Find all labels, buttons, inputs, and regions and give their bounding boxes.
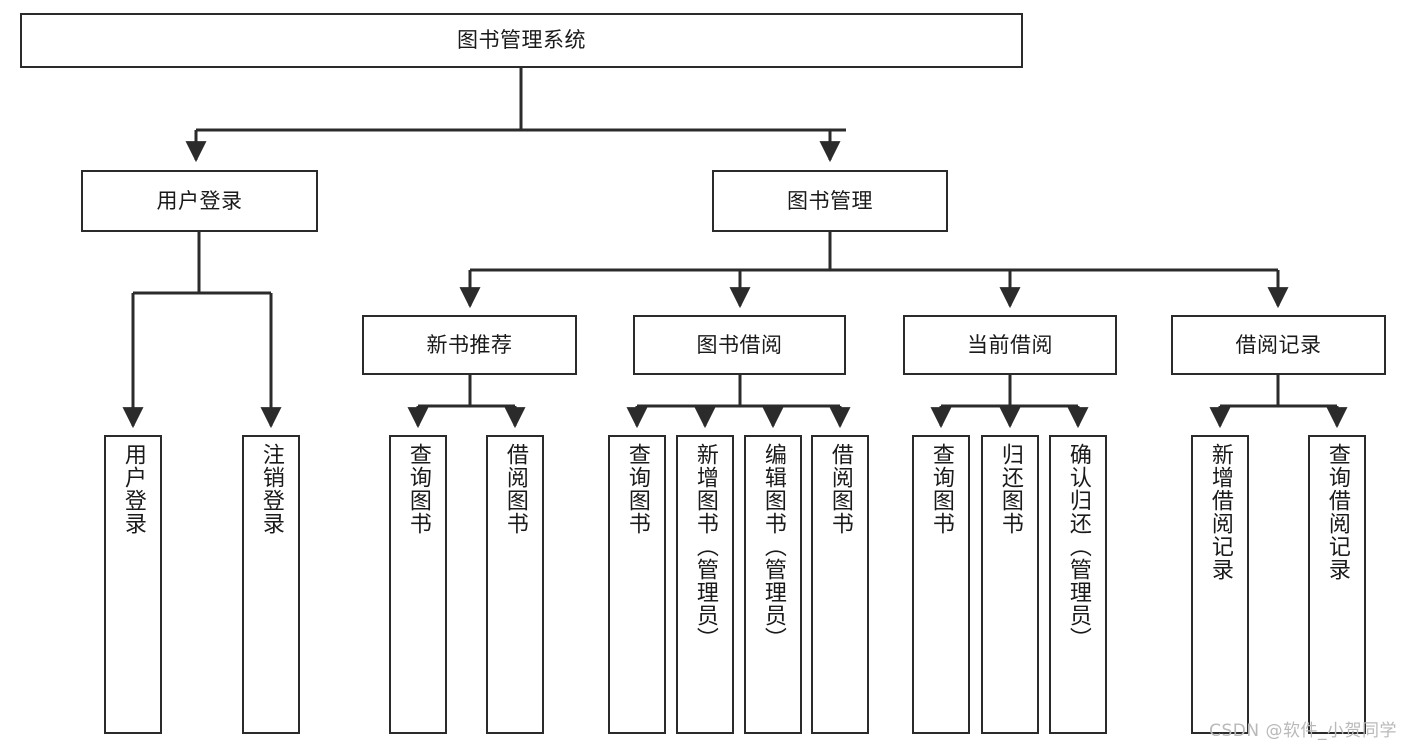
leaf-bb-query-book[interactable]: 查询图书 (608, 435, 666, 734)
csdn-watermark: CSDN @软件_小贺同学 (1209, 721, 1397, 741)
node-label: 编辑图书（管理员） (760, 443, 786, 650)
node-label: 查询图书 (624, 443, 650, 535)
leaf-user-login-login[interactable]: 用户登录 (104, 435, 162, 734)
node-label: 用户登录 (156, 188, 243, 213)
node-label: 注销登录 (258, 443, 284, 535)
leaf-user-login-logout[interactable]: 注销登录 (242, 435, 300, 734)
leaf-bb-borrow-book[interactable]: 借阅图书 (811, 435, 869, 734)
node-label: 查询图书 (405, 443, 431, 535)
node-label: 借阅图书 (502, 443, 528, 535)
leaf-br-query-record[interactable]: 查询借阅记录 (1308, 435, 1366, 734)
node-borrow-records[interactable]: 借阅记录 (1171, 315, 1386, 375)
node-label: 新书推荐 (426, 332, 513, 357)
leaf-nbr-borrow-book[interactable]: 借阅图书 (486, 435, 544, 734)
leaf-bb-add-book-admin[interactable]: 新增图书（管理员） (676, 435, 734, 734)
node-label: 新增图书（管理员） (692, 443, 718, 650)
node-label: 当前借阅 (967, 332, 1053, 357)
leaf-br-add-record[interactable]: 新增借阅记录 (1191, 435, 1249, 734)
node-root-system[interactable]: 图书管理系统 (20, 13, 1023, 68)
node-label: 借阅图书 (827, 443, 853, 535)
node-label: 图书管理系统 (457, 28, 586, 53)
node-new-book-recommend[interactable]: 新书推荐 (362, 315, 577, 375)
node-user-login[interactable]: 用户登录 (81, 170, 318, 232)
leaf-bb-edit-book-admin[interactable]: 编辑图书（管理员） (744, 435, 802, 734)
node-label: 图书管理 (787, 188, 873, 213)
node-label: 确认归还（管理员） (1065, 443, 1091, 650)
node-label: 归还图书 (997, 443, 1023, 535)
node-label: 用户登录 (120, 443, 146, 535)
leaf-cb-return-book[interactable]: 归还图书 (981, 435, 1039, 734)
node-current-borrow[interactable]: 当前借阅 (903, 315, 1117, 375)
node-label: 图书借阅 (696, 332, 783, 357)
node-label: 新增借阅记录 (1207, 443, 1233, 581)
leaf-cb-confirm-return-admin[interactable]: 确认归还（管理员） (1049, 435, 1107, 734)
node-label: 借阅记录 (1235, 332, 1322, 357)
leaf-nbr-query-book[interactable]: 查询图书 (389, 435, 447, 734)
leaf-cb-query-book[interactable]: 查询图书 (912, 435, 970, 734)
node-book-management[interactable]: 图书管理 (712, 170, 948, 232)
node-book-borrow[interactable]: 图书借阅 (633, 315, 846, 375)
node-label: 查询借阅记录 (1324, 443, 1350, 581)
node-label: 查询图书 (928, 443, 954, 535)
